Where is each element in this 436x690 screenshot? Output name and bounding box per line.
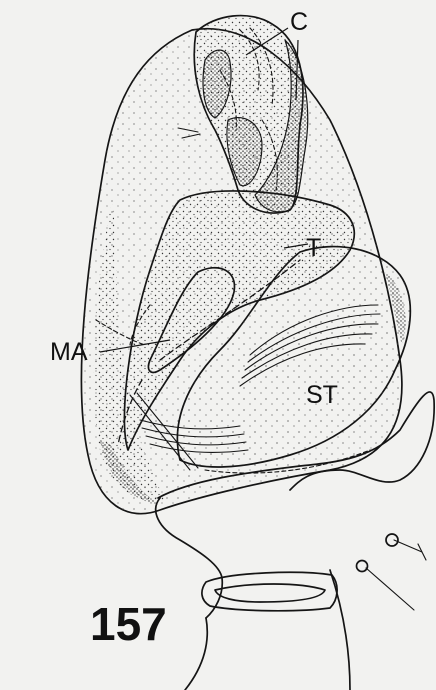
label-ma: MA [50,338,88,366]
label-t: T [306,234,321,262]
label-st: ST [306,381,338,409]
figure-number: 157 [90,598,167,650]
label-c: C [290,8,308,36]
